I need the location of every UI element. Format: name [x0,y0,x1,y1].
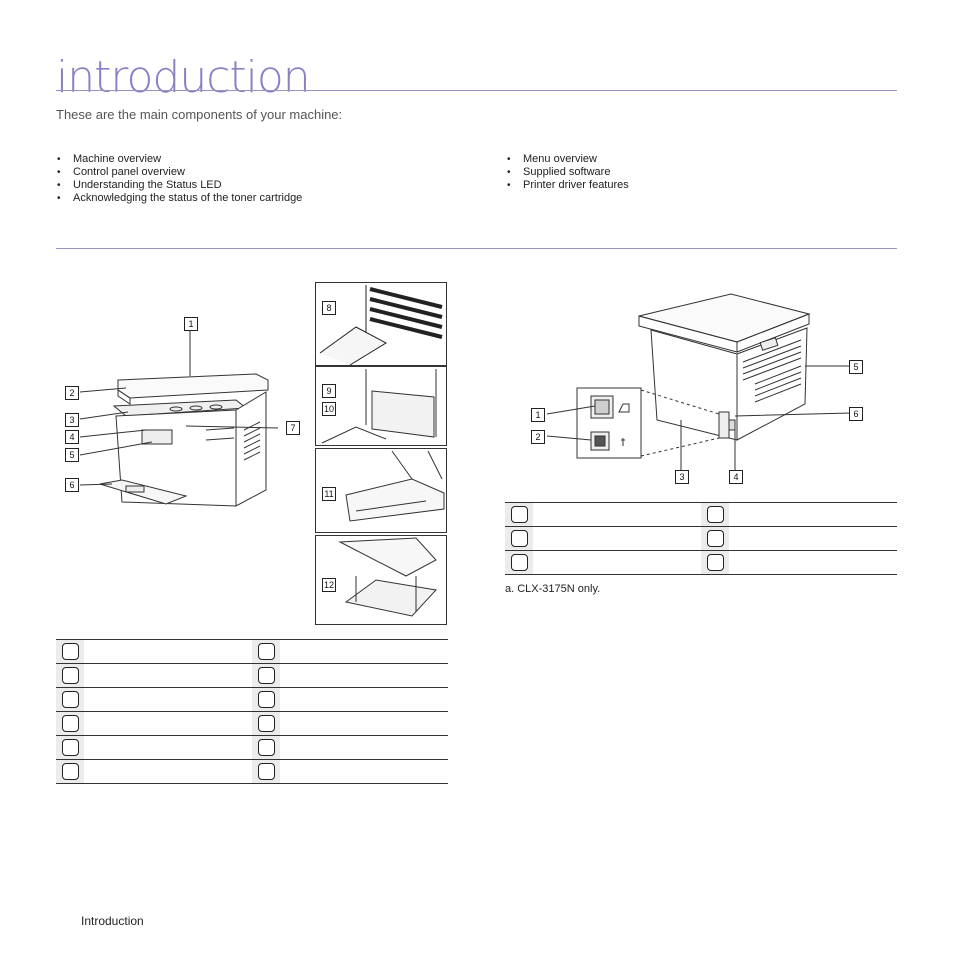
callout-6: 6 [65,478,79,492]
number-marker [510,505,528,523]
topic-item[interactable]: Acknowledging the status of the toner ca… [56,192,302,205]
number-marker [257,738,275,756]
page-title: introduction [56,52,311,103]
topic-item[interactable]: Understanding the Status LED [56,179,302,192]
table-row [505,550,897,575]
front-view-illustration [79,329,279,507]
number-marker [510,553,528,571]
number-marker [257,666,275,684]
table-row [56,687,448,712]
table-row [56,735,448,760]
number-marker [706,553,724,571]
number-marker [706,529,724,547]
topic-item[interactable]: Menu overview [506,153,629,166]
topic-list-left: Machine overview Control panel overview … [56,153,302,205]
callout-5: 5 [65,448,79,462]
page-footer: Introduction [81,914,144,928]
front-parts-table [56,639,448,784]
rear-callout-2: 2 [531,430,545,444]
front-view-figure: 1 2 3 4 5 6 7 8 9 10 [56,280,448,628]
table-row [56,639,448,664]
rear-callout-3: 3 [675,470,689,484]
topic-item[interactable]: Control panel overview [56,166,302,179]
toner-illustration [319,285,443,365]
scan-unit-panel: 12 [315,535,447,625]
rear-view-figure: 1 2 3 4 5 6 [505,280,897,490]
rear-callout-6: 6 [849,407,863,421]
footnote: a. CLX-3175N only. [505,583,601,595]
table-row [56,711,448,736]
callout-11: 11 [322,487,336,501]
rear-parts-table [505,502,897,575]
topic-item[interactable]: Printer driver features [506,179,629,192]
title-divider [56,90,897,91]
number-marker [61,714,79,732]
topic-list-right: Menu overview Supplied software Printer … [506,153,629,192]
callout-12: 12 [322,578,336,592]
number-marker [257,690,275,708]
number-marker [257,714,275,732]
rear-callout-1: 1 [531,408,545,422]
callout-8: 8 [322,301,336,315]
number-marker [510,529,528,547]
rear-callout-5: 5 [849,360,863,374]
callout-4: 4 [65,430,79,444]
page-subtitle: These are the main components of your ma… [56,107,343,122]
callout-3: 3 [65,413,79,427]
number-marker [61,666,79,684]
number-marker [257,642,275,660]
scan-unit-illustration [338,537,437,617]
topic-item[interactable]: Supplied software [506,166,629,179]
table-row [505,502,897,527]
number-marker [257,762,275,780]
number-marker [61,690,79,708]
transfer-belt-panel: 9 10 [315,366,447,446]
callout-1: 1 [184,317,198,331]
table-row [56,663,448,688]
number-marker [61,738,79,756]
section-divider [56,248,897,249]
callout-10: 10 [322,402,336,416]
rear-callout-4: 4 [729,470,743,484]
number-marker [706,505,724,523]
number-marker [61,762,79,780]
table-row [56,759,448,784]
topic-item[interactable]: Machine overview [56,153,302,166]
toner-cartridges-panel: 8 [315,282,447,366]
callout-2: 2 [65,386,79,400]
callout-7: 7 [286,421,300,435]
scanner-glass-illustration [345,450,445,522]
transfer-belt-illustration [321,369,437,444]
rear-view-illustration [546,293,852,470]
callout-9: 9 [322,384,336,398]
table-row [505,526,897,551]
number-marker [61,642,79,660]
scanner-glass-panel: 11 [315,448,447,533]
